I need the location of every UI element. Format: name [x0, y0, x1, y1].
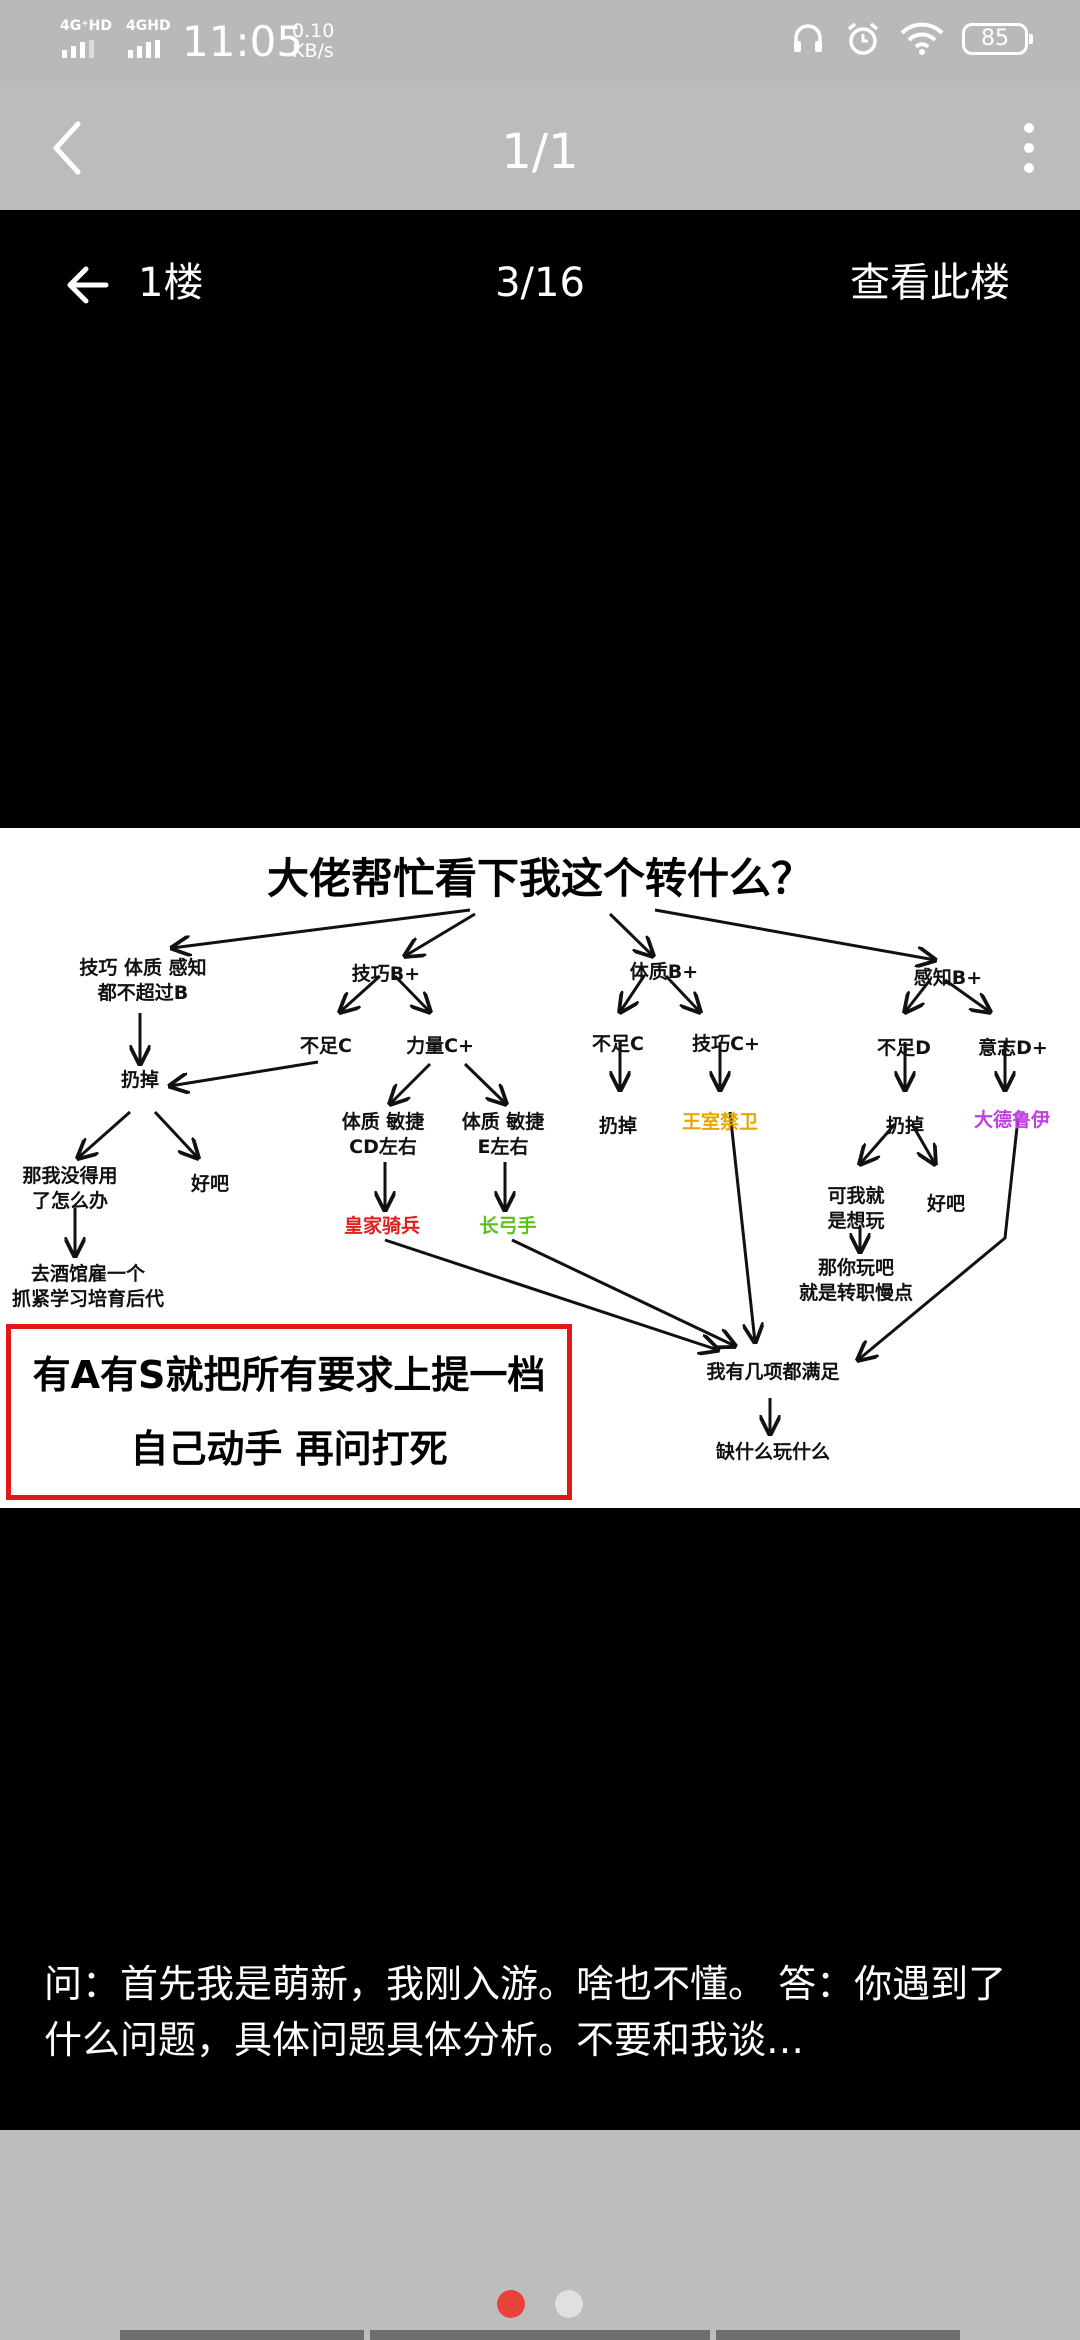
body-discard: 扔掉	[598, 1115, 638, 1137]
image-caption[interactable]: 问：首先我是萌新，我刚入游。啥也不懂。 答：你遇到了什么问题，具体问题具体分析。…	[44, 1962, 1007, 2062]
back-arrow-icon[interactable]	[62, 260, 112, 310]
signal-bars-icon	[62, 40, 94, 58]
top-nav-bar: 1/1	[0, 86, 1080, 210]
floor-label[interactable]: 1楼	[138, 260, 204, 306]
sense-low: 不足D	[877, 1037, 931, 1059]
more-vertical-icon[interactable]	[1014, 116, 1044, 180]
body-head: 体质B+	[629, 961, 699, 983]
flowchart-title: 大佬帮忙看下我这个转什么？	[266, 854, 813, 903]
red-note-box: 有A有S就把所有要求上提一档 自己动手 再问打死	[6, 1324, 572, 1500]
left-discard: 扔掉	[120, 1069, 160, 1091]
page-counter-title: 1/1	[501, 124, 579, 180]
flowchart-image[interactable]: 大佬帮忙看下我这个转什么？ 技巧 体质 感知 都不超过B 扔掉 那我没得用 了怎…	[0, 828, 1080, 1508]
bottom-tab-line	[716, 2330, 960, 2340]
status-icons: 85	[790, 20, 1033, 58]
note-line-1: 有A有S就把所有要求上提一档	[32, 1353, 546, 1397]
left-tavern: 去酒馆雇一个 抓紧学习培育后代	[11, 1263, 165, 1310]
image-viewer-header: 1楼 3/16 查看此楼	[0, 246, 1080, 326]
clock: 11:05	[182, 17, 304, 66]
signal-bars-icon	[128, 40, 160, 58]
view-floor-button[interactable]: 查看此楼	[850, 260, 1010, 306]
bottom-tab-line	[120, 2330, 364, 2340]
skill-opt2: 体质 敏捷 E左右	[461, 1111, 545, 1158]
cellular-signal: 4G⁺HD 4GHD	[60, 18, 180, 62]
left-ask: 那我没得用 了怎么办	[22, 1165, 118, 1212]
speed-value: 0.10	[292, 20, 335, 42]
network-type-1: 4G⁺HD	[60, 18, 112, 34]
skill-low: 不足C	[300, 1035, 352, 1057]
note-line-2: 自己动手 再问打死	[130, 1427, 448, 1471]
headset-icon	[794, 24, 822, 52]
all-satisfied: 我有几项都满足	[706, 1361, 840, 1383]
page-dot-active[interactable]	[497, 2290, 525, 2318]
body-skill: 技巧C+	[692, 1033, 760, 1055]
network-type-2: 4GHD	[126, 18, 171, 34]
speed-unit: KB/s	[292, 40, 334, 62]
skill-power: 力量C+	[406, 1035, 474, 1057]
wifi-icon	[900, 22, 944, 55]
image-page-counter: 3/16	[495, 260, 585, 306]
skill-opt1: 体质 敏捷 CD左右	[341, 1111, 425, 1158]
battery-indicator: 85	[962, 23, 1033, 55]
back-chevron-icon[interactable]	[44, 118, 94, 178]
sense-play: 那你玩吧 就是转职慢点	[798, 1257, 914, 1304]
left-ok: 好吧	[190, 1173, 230, 1195]
job-longbowman: 长弓手	[479, 1215, 537, 1237]
status-bar: 4G⁺HD 4GHD 11:05 0.10 KB/s 85	[0, 0, 1080, 86]
left-condition: 技巧 体质 感知 都不超过B	[79, 957, 207, 1004]
bottom-panel	[0, 2130, 1080, 2340]
page-dot[interactable]	[555, 2290, 583, 2318]
job-royal-cavalry: 皇家骑兵	[343, 1215, 421, 1237]
page-indicator	[0, 2290, 1080, 2318]
sense-will: 意志D+	[978, 1037, 1048, 1059]
alarm-icon	[847, 22, 879, 55]
skill-head: 技巧B+	[351, 963, 421, 985]
flowchart-arrows	[0, 908, 1020, 1508]
job-royal-guard: 王室禁卫	[681, 1111, 759, 1133]
bottom-tab-line	[370, 2330, 710, 2340]
network-speed: 0.10 KB/s	[292, 21, 334, 61]
job-great-druid: 大德鲁伊	[973, 1109, 1051, 1131]
body-low: 不足C	[592, 1033, 644, 1055]
lack-play: 缺什么玩什么	[715, 1441, 831, 1463]
sense-discard: 扔掉	[885, 1115, 925, 1137]
sense-head: 感知B+	[913, 967, 983, 989]
sense-ok: 好吧	[926, 1193, 966, 1215]
sense-want: 可我就 是想玩	[827, 1185, 885, 1232]
